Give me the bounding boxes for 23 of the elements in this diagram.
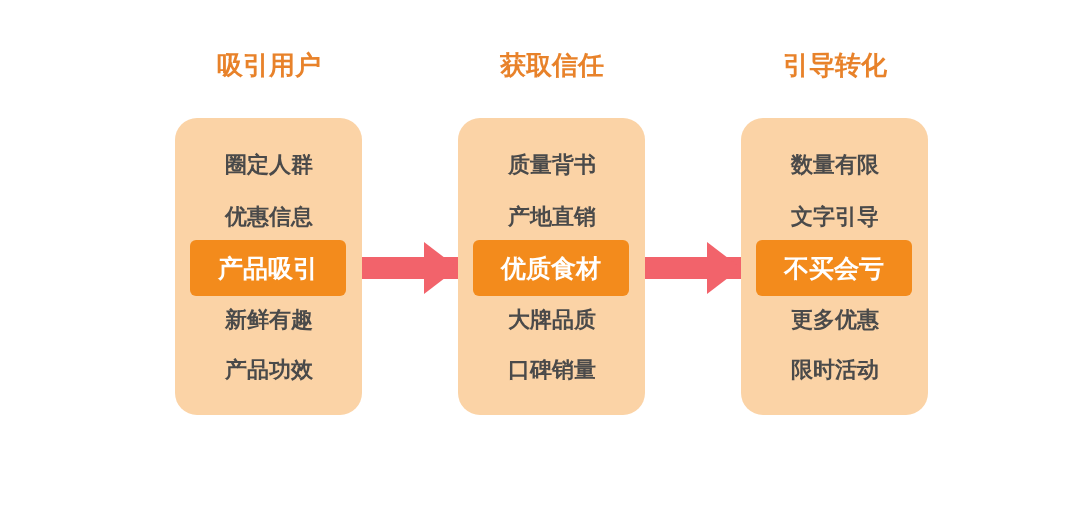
arrow bbox=[362, 242, 458, 294]
highlight-text: 优质食材 bbox=[501, 252, 601, 285]
column-heading: 获取信任 bbox=[499, 49, 604, 82]
list-item: 限时活动 bbox=[790, 356, 879, 384]
list-item: 产品功效 bbox=[224, 356, 313, 384]
list-item: 口碑销量 bbox=[507, 356, 596, 384]
list-item: 文字引导 bbox=[790, 203, 879, 231]
list-item: 圈定人群 bbox=[224, 151, 313, 179]
column-heading: 引导转化 bbox=[782, 49, 887, 82]
list-item: 优惠信息 bbox=[224, 203, 313, 231]
list-item: 更多优惠 bbox=[790, 306, 879, 334]
list-item: 质量背书 bbox=[507, 151, 596, 179]
highlight-box bbox=[756, 240, 912, 296]
list-item: 新鲜有趣 bbox=[224, 306, 313, 334]
arrow bbox=[645, 242, 741, 294]
list-item: 产地直销 bbox=[507, 203, 596, 231]
column-heading: 吸引用户 bbox=[216, 49, 321, 82]
highlight-text: 不买会亏 bbox=[784, 252, 884, 285]
highlight-box bbox=[473, 240, 629, 296]
list-item: 数量有限 bbox=[790, 151, 879, 179]
highlight-text: 产品吸引 bbox=[218, 252, 318, 285]
highlight-box bbox=[190, 240, 346, 296]
list-item: 大牌品质 bbox=[507, 306, 596, 334]
